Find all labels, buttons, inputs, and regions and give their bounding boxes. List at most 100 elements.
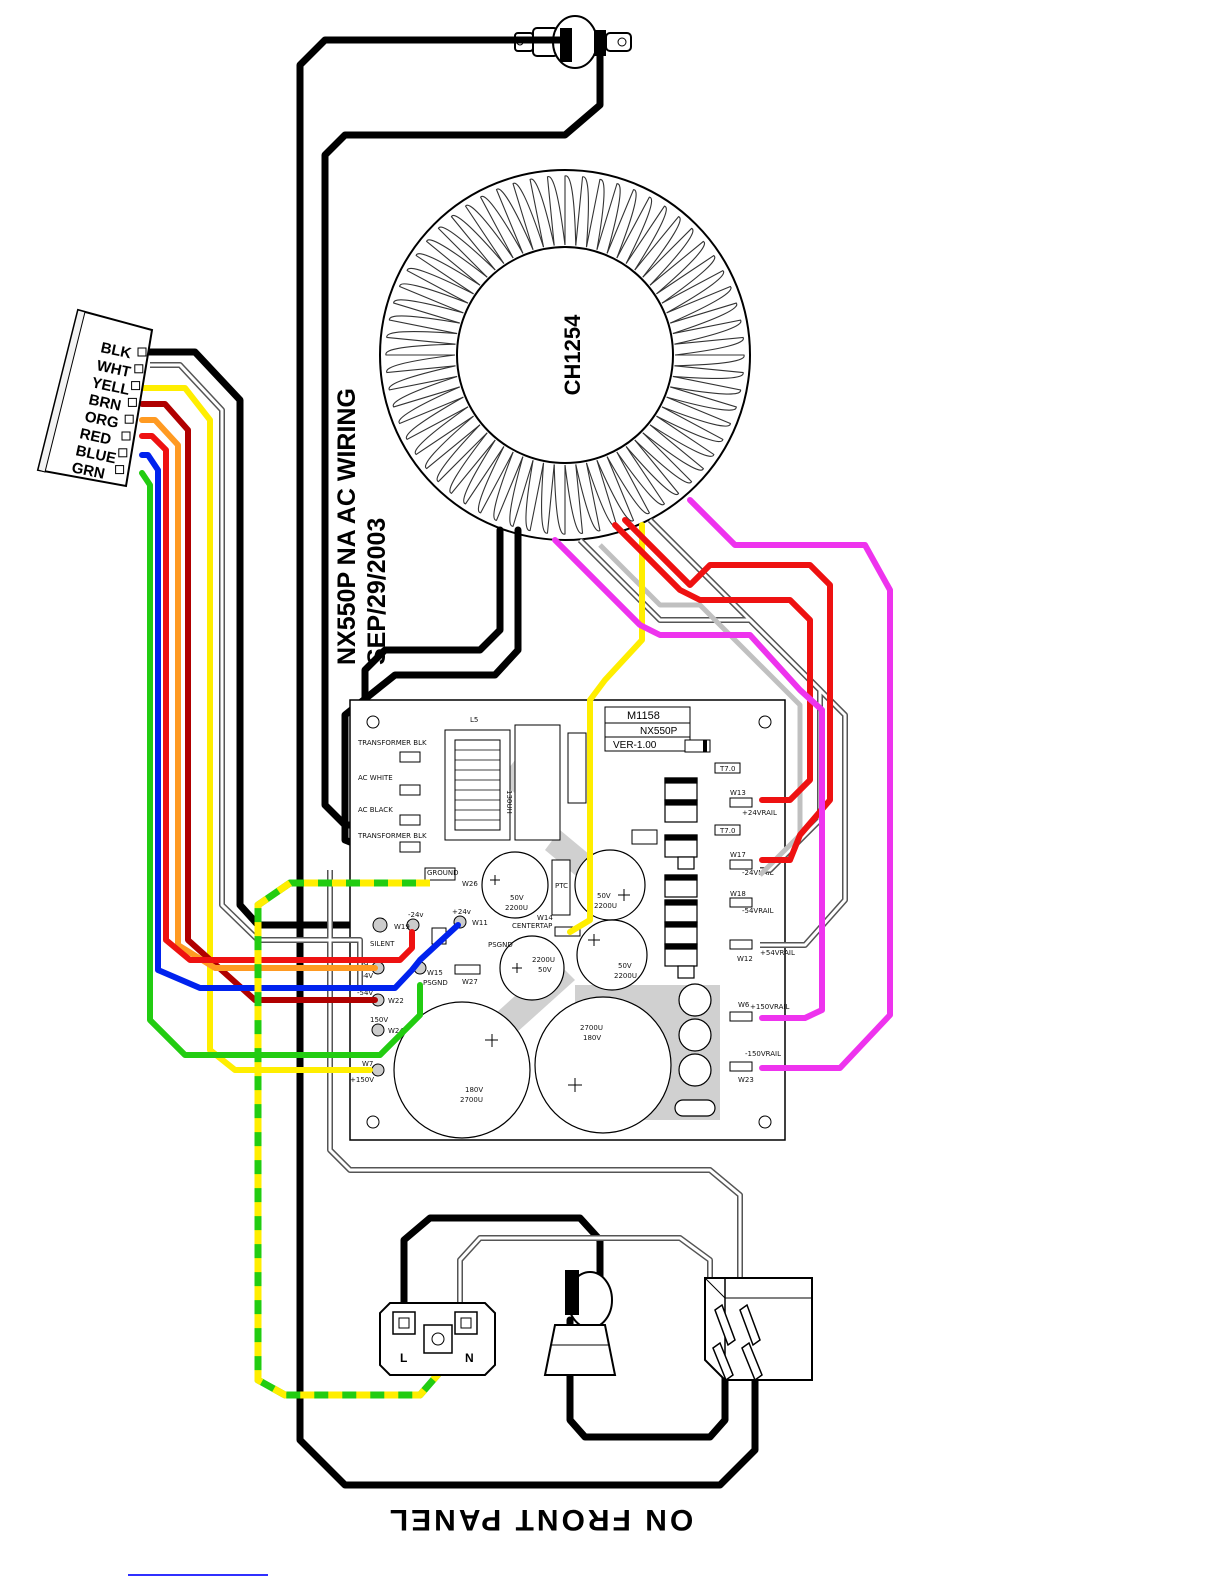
toroid-winding (425, 239, 488, 286)
toroid-winding (464, 204, 514, 264)
label-ac-white: AC WHITE (358, 774, 393, 782)
label-centertap: CENTERTAP (512, 922, 552, 930)
black-wire-connector-to-silent (144, 348, 384, 929)
capacitor-c3 (499, 935, 565, 1001)
label-w7: W7 (362, 1060, 373, 1068)
toroid-winding (674, 336, 744, 356)
transformer-label: CH1254 (560, 314, 585, 395)
capacitor-c1 (481, 851, 549, 919)
toroid-winding (546, 176, 566, 246)
pcb-right-rails: W13 +24VRAIL W17 -24VRAIL W18 -54VRAIL W… (729, 789, 795, 1084)
toroid-winding (672, 319, 742, 345)
black-wire-inlet-l (400, 1214, 604, 1329)
toroid-winding (388, 365, 458, 391)
pcb-board: M1158 NX550P VER-1.00 L5 130UH TRANSFORM… (349, 699, 795, 1141)
toroid-winding (385, 343, 456, 356)
toroid-winding (414, 406, 474, 456)
pcb-mount-holes (366, 715, 772, 1129)
pin-label-brn: BRN (87, 391, 122, 414)
label-transformer-blk-top: TRANSFORMER BLK (357, 739, 427, 747)
connector-pin-socket (121, 431, 131, 441)
connector-pin-labels: BLK WHT YELL BRN ORG RED BLUE GRN (70, 339, 133, 483)
toroid-winding (616, 196, 653, 264)
label-minus54vrail: -54VRAIL (742, 907, 774, 915)
rocker-switch (704, 1277, 813, 1382)
label-150v: 150V (370, 1016, 388, 1024)
harness-connector: BLK WHT YELL BRN ORG RED BLUE GRN (36, 308, 154, 488)
toroid-winding (386, 331, 458, 345)
toroid-winding (450, 214, 505, 271)
toroid-winding (512, 182, 545, 250)
cap-c6-voltage: 180V (465, 1086, 483, 1094)
cap-c2-voltage: 50V (597, 892, 611, 900)
label-w18: W18 (730, 890, 746, 898)
toroid-winding (596, 456, 635, 522)
inductor-label: L5 (470, 716, 478, 724)
pin-label-wht: WHT (95, 357, 132, 381)
connector-pin-socket (115, 465, 125, 475)
pin-label-org: ORG (83, 408, 120, 432)
toroid-winding (634, 215, 681, 278)
toroid-winding (424, 415, 481, 470)
cap-c5-voltage: 180V (583, 1034, 601, 1042)
toroid-winding (393, 299, 464, 324)
label-plus24v: +24v (452, 908, 471, 916)
label-w17: W17 (730, 851, 746, 859)
toroid-winding (642, 424, 705, 471)
toroid-winding (564, 464, 584, 534)
orange-wire-connector (139, 417, 378, 971)
yellow-wire-centertap (567, 522, 645, 935)
cap-c6-value: 2700U (460, 1096, 483, 1104)
ac-inlet: L N (379, 1302, 496, 1376)
label-minus54v-b: -54V (357, 989, 373, 997)
toroid-winding (406, 267, 474, 304)
toroid-winding (463, 439, 505, 505)
toroid-winding (656, 406, 724, 443)
fuse-b-label: T7.0 (719, 827, 735, 835)
toroid-winding (625, 205, 667, 271)
connector-pin-socket (137, 347, 147, 357)
label-minus54v-a: -54V (357, 972, 373, 980)
toroid-winding (553, 464, 566, 535)
red-wire-plus24rail (612, 522, 813, 803)
inductor-l5: L5 130UH (444, 716, 587, 841)
toroid-winding (415, 253, 481, 295)
label-w27: W27 (462, 978, 478, 986)
label-silent: SILENT (370, 940, 395, 948)
label-w15: W15 (427, 969, 443, 977)
toroid-winding (625, 439, 680, 496)
label-minus24vrail: -24VRAIL (742, 869, 774, 877)
label-minus24v: -24v (408, 911, 424, 919)
connector-pin-socket (118, 448, 128, 458)
toroid-winding (666, 285, 732, 324)
toroid-winding (656, 254, 716, 304)
toroid-winding (585, 178, 605, 250)
toroid-winding (634, 432, 693, 484)
toroid-winding (449, 432, 496, 495)
toroid-winding (509, 456, 534, 527)
toroid-winding (642, 227, 694, 286)
label-w22: W22 (388, 997, 404, 1005)
toroid-winding (399, 283, 469, 314)
toroid-winding (661, 269, 725, 314)
power-knob (543, 1270, 617, 1376)
label-ac-black: AC BLACK (358, 806, 393, 814)
cap-c5-value: 2700U (580, 1024, 603, 1032)
connector-pin-socket (134, 364, 144, 374)
inductor-value: 130UH (505, 790, 513, 814)
red-wire-connector (139, 433, 415, 963)
toroid-winding (529, 178, 555, 248)
pin-label-red: RED (78, 425, 113, 448)
label-w23: W23 (738, 1076, 754, 1084)
pin-label-blk: BLK (99, 339, 133, 362)
label-ground: GROUND (427, 869, 459, 877)
label-w12: W12 (737, 955, 753, 963)
signal-wires (139, 385, 893, 1073)
toroid-winding (493, 451, 524, 521)
label-psgnd-left: PSGND (423, 979, 448, 987)
cap-c1-value: 2200U (505, 904, 528, 912)
cap-c3-value: 2200U (532, 956, 555, 964)
capacitor-labels: 50V 2200U 50V 2200U 2200U 50V 50V 2200U … (460, 875, 637, 1104)
toroid-winding (616, 446, 666, 506)
cap-c2-value: 2200U (594, 902, 617, 910)
